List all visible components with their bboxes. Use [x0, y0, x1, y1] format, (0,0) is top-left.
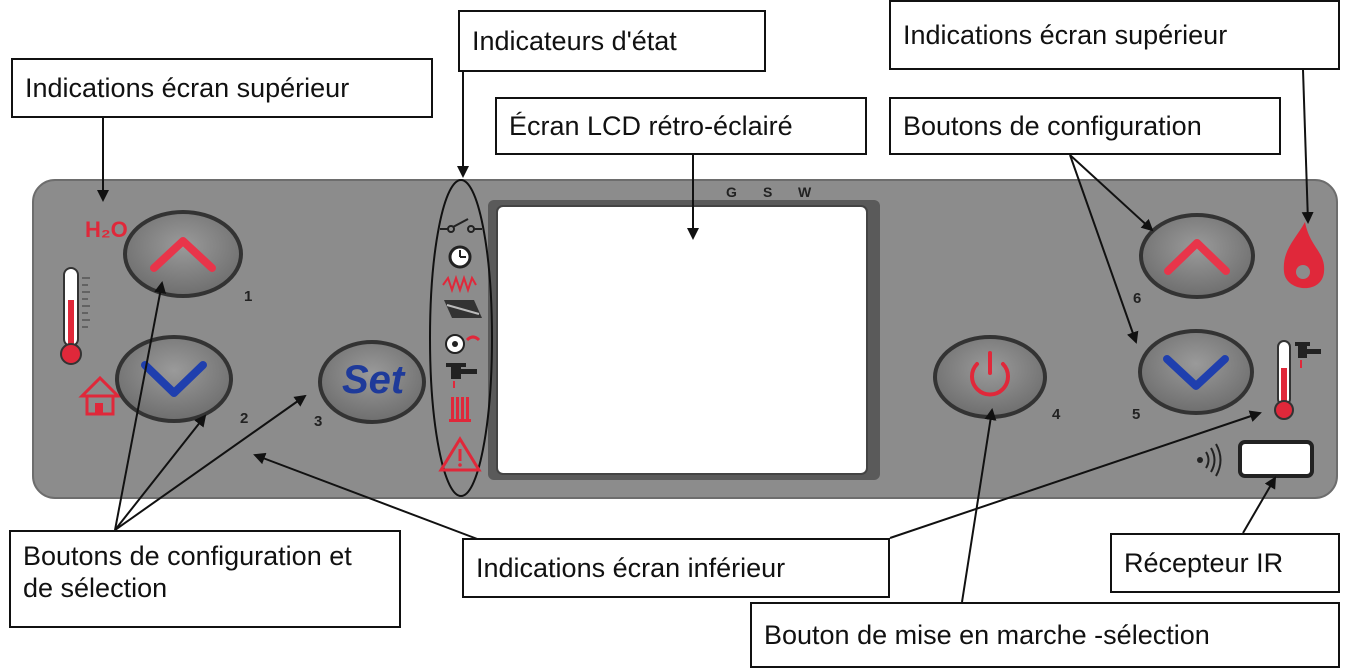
- lcd-letter-w: W: [798, 184, 812, 200]
- lcd-screen: [496, 205, 868, 475]
- button-5-down: [1138, 329, 1254, 415]
- button-number-5: 5: [1132, 406, 1141, 423]
- radiator-icon: [449, 397, 471, 422]
- switch-icon: [440, 218, 482, 233]
- button-number-4: 4: [1052, 406, 1061, 423]
- callout-lcd: Écran LCD rétro-éclairé: [495, 97, 867, 155]
- callout-config-buttons: Boutons de configuration: [889, 97, 1281, 155]
- thermometer-tap-icon: [1274, 340, 1321, 420]
- fan-icon: [445, 334, 481, 354]
- set-button-label[interactable]: Set: [342, 358, 405, 402]
- lcd-letter-g: G: [726, 184, 737, 200]
- tap-icon: [446, 363, 477, 388]
- house-icon: [78, 375, 122, 416]
- button-number-1: 1: [244, 288, 253, 305]
- button-1-up: [123, 210, 243, 298]
- leader-lines: [97, 69, 1314, 603]
- callout-top-right: Indications écran supérieur: [889, 0, 1340, 70]
- warning-icon: [438, 436, 482, 472]
- status-indicators-outline: [429, 179, 493, 497]
- button-number-6: 6: [1133, 290, 1142, 307]
- resistor-icon: [442, 274, 477, 294]
- water-label: H₂O: [85, 217, 128, 242]
- callout-top-left: Indications écran supérieur: [11, 58, 433, 118]
- callout-ir-receiver: Récepteur IR: [1110, 533, 1340, 593]
- ir-signal-icon: [1197, 443, 1222, 477]
- button-3-set: [318, 340, 426, 424]
- auger-icon: [444, 300, 482, 318]
- callout-power-button: Bouton de mise en marche -sélection: [750, 602, 1340, 668]
- callout-config-select: Boutons de configuration et de sélection: [9, 530, 401, 628]
- button-6-up: [1139, 213, 1255, 299]
- callout-lower-display: Indications écran inférieur: [462, 538, 890, 598]
- lcd-letter-s: S: [763, 184, 773, 200]
- flame-icon: [1283, 222, 1325, 289]
- thermometer-icon: [60, 267, 90, 365]
- callout-status-indicators: Indicateurs d'état: [458, 10, 766, 72]
- button-number-3: 3: [314, 413, 323, 430]
- button-4-power: [933, 335, 1047, 419]
- ir-receiver-window: [1238, 440, 1314, 478]
- clock-icon: [448, 245, 472, 269]
- button-2-down: [115, 335, 233, 423]
- button-number-2: 2: [240, 410, 249, 427]
